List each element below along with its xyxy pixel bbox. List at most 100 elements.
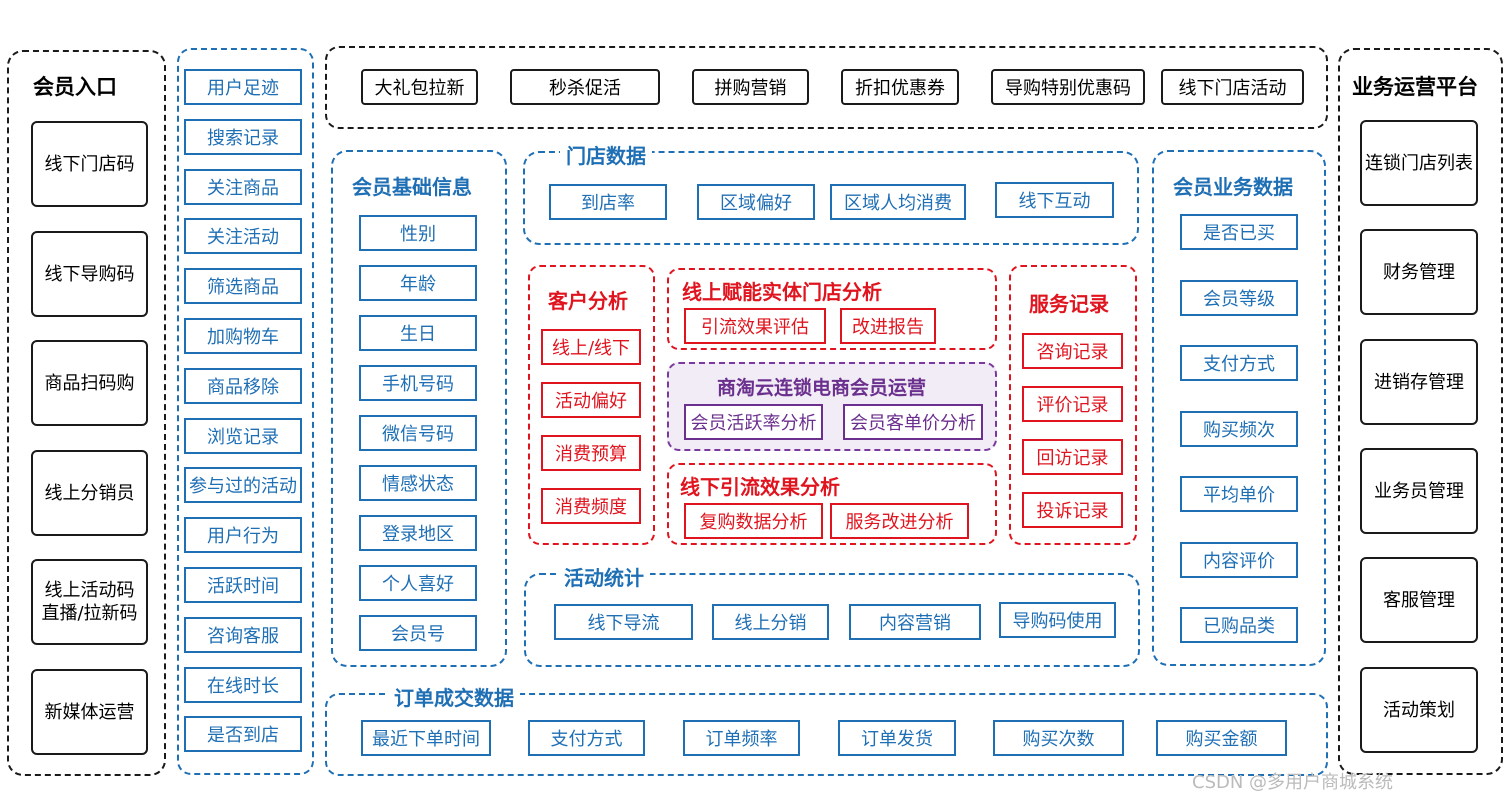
- member-entry-item-label: 线上活动码 直播/拉新码: [41, 580, 138, 624]
- member-business-item[interactable]: 支付方式: [1180, 345, 1298, 381]
- member-entry-panel: [7, 50, 166, 776]
- basic-info-item[interactable]: 微信号码: [359, 415, 477, 451]
- core-title: 商淘云连锁电商会员运营: [717, 377, 927, 399]
- promotion-item[interactable]: 拼购营销: [692, 69, 809, 105]
- promotion-item[interactable]: 线下门店活动: [1161, 69, 1304, 105]
- behavior-item[interactable]: 用户足迹: [184, 69, 302, 105]
- activity-stats-item[interactable]: 内容营销: [849, 604, 981, 640]
- basic-info-item[interactable]: 情感状态: [359, 465, 477, 501]
- service-records-panel: [1009, 265, 1137, 545]
- service-record-item[interactable]: 回访记录: [1022, 439, 1123, 475]
- member-business-item[interactable]: 平均单价: [1180, 476, 1298, 512]
- platform-item[interactable]: 财务管理: [1360, 229, 1478, 315]
- order-data-item[interactable]: 最近下单时间: [361, 720, 491, 756]
- behavior-item[interactable]: 关注商品: [184, 168, 302, 205]
- customer-analysis-item[interactable]: 活动偏好: [541, 382, 641, 418]
- order-data-title: 订单成交数据: [388, 682, 520, 711]
- behavior-item[interactable]: 参与过的活动: [184, 467, 302, 504]
- member-entry-item[interactable]: 线下导购码: [31, 231, 148, 317]
- order-data-panel: [325, 693, 1328, 776]
- basic-info-item[interactable]: 性别: [359, 215, 477, 251]
- customer-analysis-item[interactable]: 消费预算: [541, 435, 641, 471]
- behavior-item[interactable]: 筛选商品: [184, 268, 302, 305]
- basic-info-item[interactable]: 登录地区: [359, 515, 477, 551]
- online-empower-item[interactable]: 改进报告: [840, 308, 936, 344]
- customer-analysis-item[interactable]: 消费频度: [541, 488, 641, 524]
- behavior-item[interactable]: 咨询客服: [184, 616, 302, 653]
- member-business-item[interactable]: 是否已买: [1180, 214, 1298, 250]
- member-business-item[interactable]: 内容评价: [1180, 541, 1298, 578]
- behavior-item[interactable]: 浏览记录: [184, 417, 302, 454]
- customer-analysis-panel: [528, 265, 655, 545]
- basic-info-item[interactable]: 年龄: [359, 265, 477, 301]
- behavior-item[interactable]: 搜索记录: [184, 118, 302, 155]
- core-item[interactable]: 会员活跃率分析: [684, 404, 823, 440]
- promotion-item[interactable]: 秒杀促活: [510, 69, 660, 105]
- store-data-panel: [523, 151, 1139, 245]
- promotion-item[interactable]: 导购特别优惠码: [991, 69, 1145, 105]
- behavior-panel: [177, 48, 314, 775]
- offline-traffic-title: 线下引流效果分析: [680, 475, 840, 499]
- order-data-item[interactable]: 订单频率: [683, 720, 800, 756]
- service-record-item[interactable]: 评价记录: [1022, 386, 1123, 422]
- order-data-item[interactable]: 订单发货: [838, 720, 956, 756]
- basic-info-item[interactable]: 会员号: [359, 615, 477, 651]
- store-data-item[interactable]: 区域偏好: [697, 184, 815, 220]
- order-data-item[interactable]: 购买金额: [1156, 720, 1287, 756]
- platform-panel: [1338, 48, 1503, 775]
- store-data-item[interactable]: 线下互动: [995, 182, 1114, 218]
- offline-traffic-item[interactable]: 服务改进分析: [830, 503, 969, 539]
- member-business-title: 会员业务数据: [1173, 175, 1293, 199]
- store-data-item[interactable]: 区域人均消费: [830, 184, 966, 220]
- behavior-item[interactable]: 在线时长: [184, 666, 302, 703]
- member-entry-item[interactable]: 线上分销员: [31, 450, 148, 536]
- member-business-item[interactable]: 已购品类: [1180, 607, 1298, 643]
- behavior-item[interactable]: 关注活动: [184, 218, 302, 255]
- behavior-item[interactable]: 用户行为: [184, 517, 302, 554]
- service-records-title: 服务记录: [1029, 292, 1109, 316]
- platform-item[interactable]: 活动策划: [1360, 667, 1478, 753]
- store-data-item[interactable]: 到店率: [549, 184, 667, 220]
- promotions-panel: [325, 46, 1328, 129]
- platform-item[interactable]: 业务员管理: [1360, 448, 1478, 534]
- activity-stats-title: 活动统计: [558, 562, 650, 591]
- behavior-item[interactable]: 是否到店: [184, 716, 302, 753]
- member-entry-item[interactable]: 商品扫码购: [31, 340, 148, 426]
- online-empower-item[interactable]: 引流效果评估: [684, 308, 826, 344]
- order-data-item[interactable]: 购买次数: [993, 720, 1124, 756]
- behavior-item[interactable]: 加购物车: [184, 318, 302, 354]
- behavior-item[interactable]: 活跃时间: [184, 567, 302, 603]
- platform-item[interactable]: 进销存管理: [1360, 339, 1478, 425]
- service-record-item[interactable]: 咨询记录: [1022, 333, 1123, 369]
- member-business-panel: [1152, 150, 1326, 666]
- promotion-item[interactable]: 折扣优惠券: [841, 69, 959, 105]
- platform-item[interactable]: 客服管理: [1360, 557, 1478, 643]
- member-entry-item[interactable]: 线上活动码 直播/拉新码: [31, 559, 148, 645]
- core-item[interactable]: 会员客单价分析: [843, 404, 983, 440]
- member-entry-title: 会员入口: [27, 71, 123, 101]
- online-empower-title: 线上赋能实体门店分析: [682, 280, 882, 304]
- service-record-item[interactable]: 投诉记录: [1022, 492, 1123, 528]
- member-entry-item[interactable]: 新媒体运营: [31, 669, 148, 755]
- basic-info-title: 会员基础信息: [352, 175, 472, 199]
- activity-stats-item[interactable]: 线下导流: [554, 604, 693, 640]
- activity-stats-panel: [524, 573, 1140, 667]
- customer-analysis-item[interactable]: 线上/线下: [541, 329, 641, 365]
- order-data-item[interactable]: 支付方式: [528, 720, 645, 756]
- offline-traffic-panel: [667, 463, 997, 545]
- member-entry-item[interactable]: 线下门店码: [31, 121, 148, 207]
- basic-info-panel: [331, 150, 507, 667]
- basic-info-item[interactable]: 个人喜好: [359, 565, 477, 601]
- platform-item[interactable]: 连锁门店列表: [1360, 120, 1478, 206]
- customer-analysis-title: 客户分析: [548, 289, 628, 313]
- platform-title: 业务运营平台: [1352, 75, 1478, 99]
- basic-info-item[interactable]: 生日: [359, 315, 477, 351]
- offline-traffic-item[interactable]: 复购数据分析: [684, 503, 823, 539]
- activity-stats-item[interactable]: 导购码使用: [999, 602, 1116, 638]
- behavior-item[interactable]: 商品移除: [184, 367, 302, 404]
- member-business-item[interactable]: 会员等级: [1180, 279, 1298, 316]
- activity-stats-item[interactable]: 线上分销: [712, 604, 829, 640]
- member-business-item[interactable]: 购买频次: [1180, 410, 1298, 447]
- promotion-item[interactable]: 大礼包拉新: [361, 69, 478, 105]
- basic-info-item[interactable]: 手机号码: [359, 365, 477, 401]
